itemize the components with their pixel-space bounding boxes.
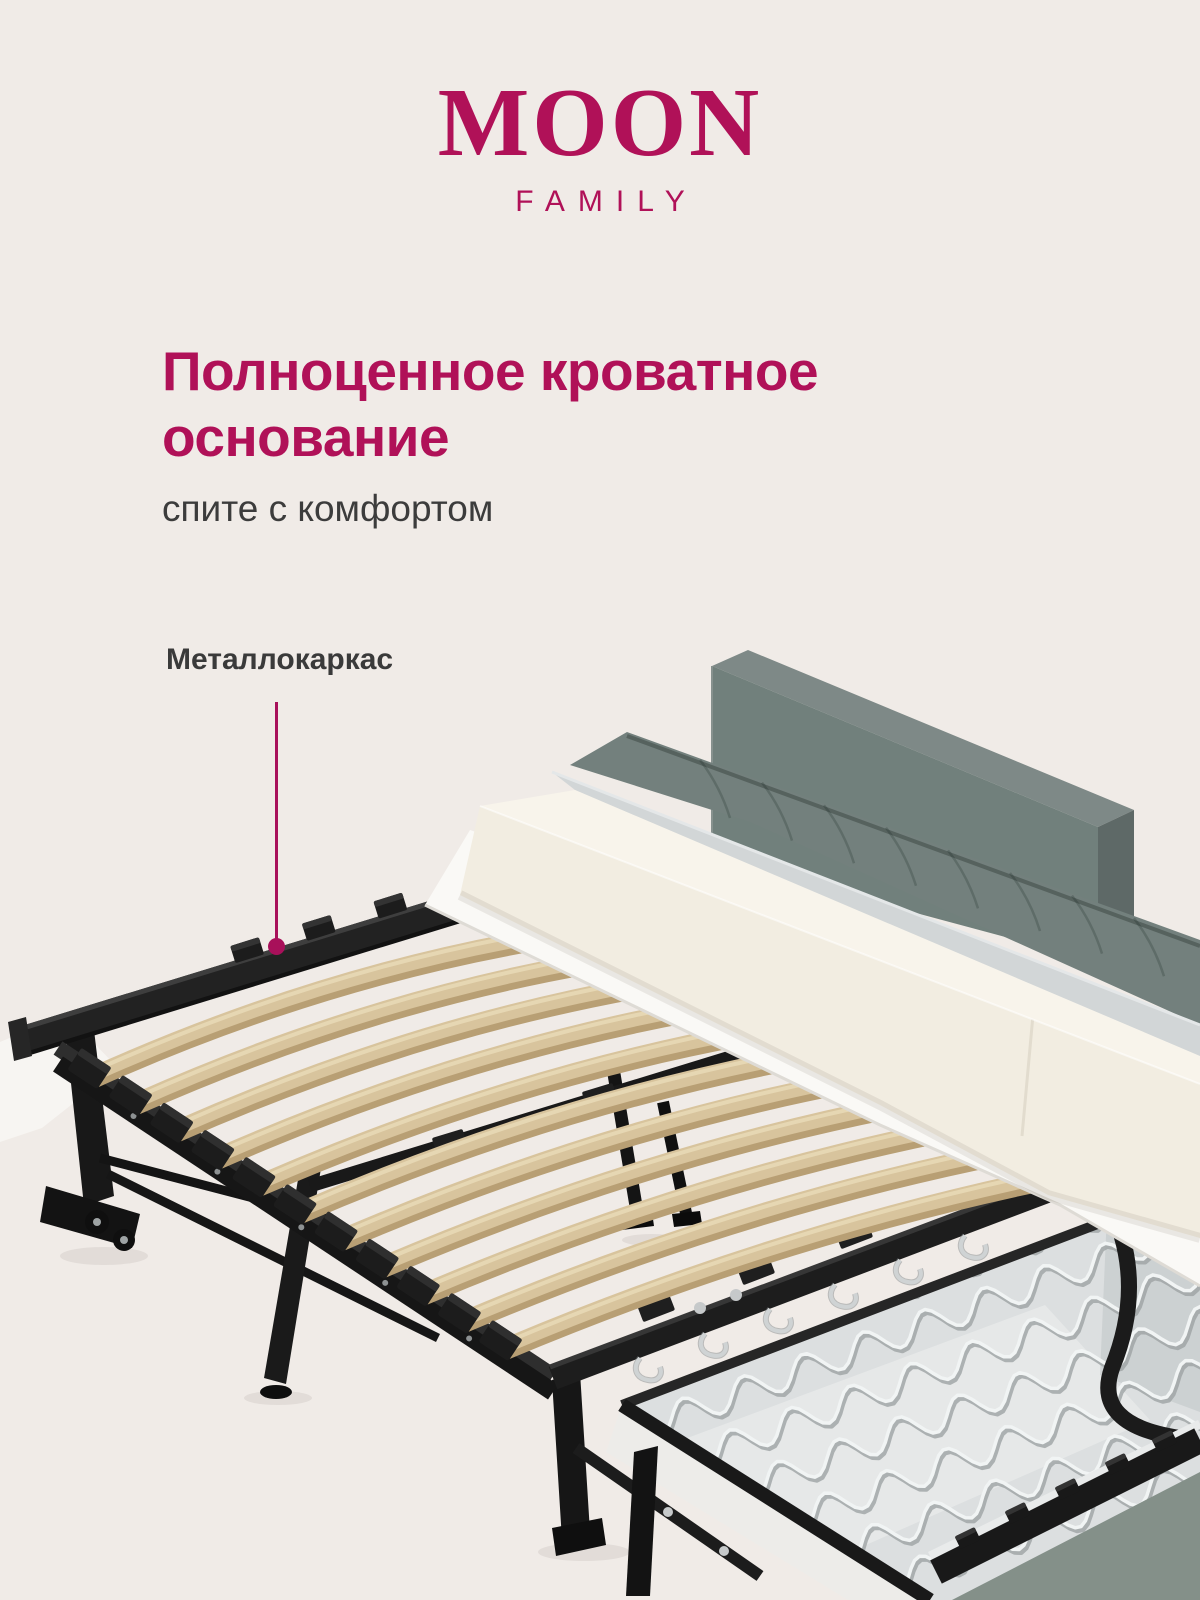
border-clips — [955, 1430, 1177, 1549]
page-subtitle: спите с комфортом — [162, 488, 494, 529]
callout-label: Металлокаркас — [166, 643, 394, 676]
panel-support-leg — [626, 1446, 658, 1596]
far-rail — [16, 889, 474, 1053]
far-rail-endcap — [8, 1017, 32, 1061]
hinge-bolt — [694, 1302, 706, 1314]
sofa-seat — [570, 732, 1200, 1025]
seat-backrest-shadow — [626, 734, 1200, 948]
seat-channel-seams — [699, 759, 1166, 977]
corner-border-rail — [930, 1428, 1200, 1584]
foam-seam — [1020, 1003, 1036, 1137]
foam-top-edge-highlight — [479, 805, 1200, 1085]
seat-top-face — [570, 732, 1200, 1025]
brace-bolt — [719, 1546, 729, 1556]
spring-hooks — [632, 1233, 989, 1384]
hinge-bolt — [730, 1289, 742, 1301]
brace-bolt — [663, 1507, 673, 1517]
lower-tube — [105, 1169, 441, 1343]
felt-layer — [552, 772, 1200, 1058]
far-rail-shadow — [18, 912, 472, 1058]
sheet-edge-shade — [424, 903, 1200, 1288]
brand-logo: MOON — [437, 69, 763, 176]
foam-front-shade — [457, 890, 1200, 1243]
felt-edge-highlight — [551, 770, 1200, 1027]
wooden-slats — [68, 928, 1064, 1361]
corner-leg — [552, 1372, 590, 1540]
foam-mattress — [457, 790, 1200, 1243]
corner-leg-foot — [552, 1518, 606, 1556]
middle-leg-foot — [672, 1211, 702, 1227]
caster-wheel-hub — [120, 1236, 128, 1244]
headline-block: Полноценное кроватное основание спите с … — [162, 338, 862, 530]
corner-fabric — [952, 1472, 1200, 1600]
foam-top-face — [480, 790, 1200, 1084]
page-title: Полноценное кроватное основание — [162, 340, 819, 468]
caster-wheel-hub — [93, 1218, 101, 1226]
backrest-top-face — [712, 650, 1134, 827]
brand-logo-subtitle: FAMILY — [515, 185, 698, 218]
callout-line — [275, 702, 278, 939]
left-rail-bolts — [130, 1113, 473, 1342]
brand-block: MOON FAMILY — [0, 74, 1200, 219]
panel-left-rail — [618, 1399, 934, 1600]
callout-dot — [268, 938, 285, 955]
foam-front-face — [460, 806, 1200, 1238]
front-leg-foot-cap — [260, 1385, 292, 1399]
